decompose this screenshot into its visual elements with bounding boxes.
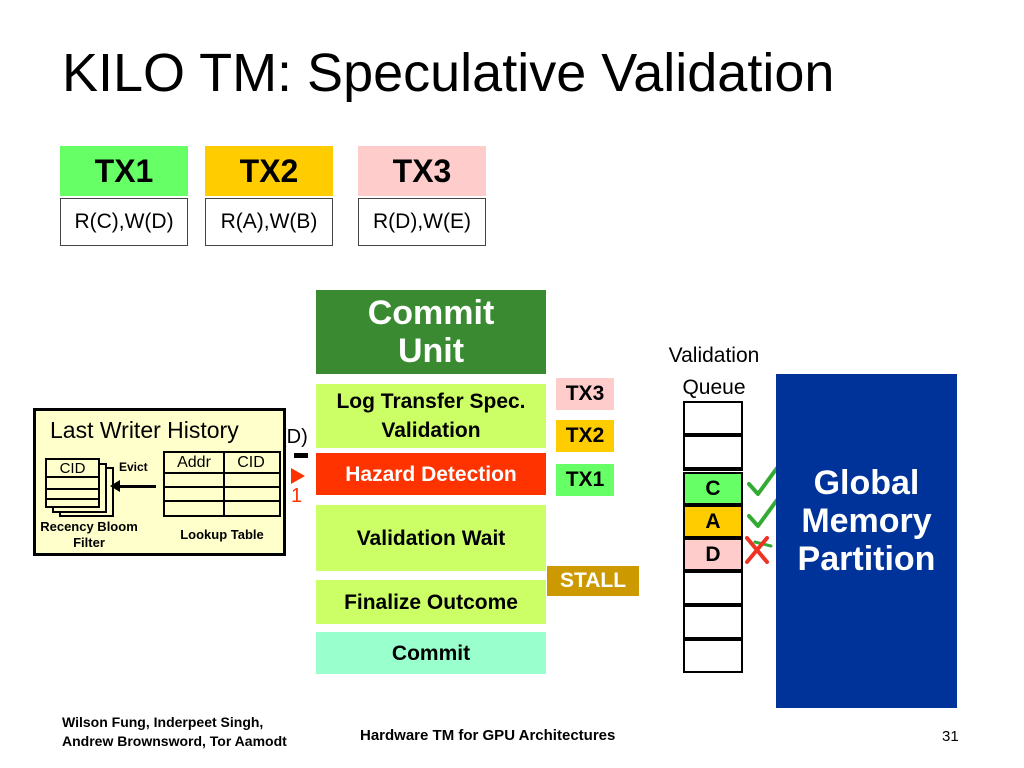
footer-authors: Wilson Fung, Inderpeet Singh, Andrew Bro…	[62, 714, 287, 749]
stage-commit: Commit	[316, 632, 546, 674]
overlap-digit: 1	[291, 485, 303, 507]
slide-title: KILO TM: Speculative Validation	[62, 43, 835, 103]
cross-icon	[745, 536, 769, 564]
tx3-header: TX3	[358, 146, 486, 196]
lookup-table: Addr CID	[163, 451, 281, 517]
queue-slot-empty	[683, 435, 743, 469]
validation-result-marks	[745, 466, 779, 564]
footer-title: Hardware TM for GPU Architectures	[360, 727, 616, 744]
queue-slot-empty	[683, 639, 743, 673]
stall-badge: STALL	[547, 566, 639, 596]
lookup-addr-header: Addr	[177, 454, 211, 471]
lookup-row-line	[165, 500, 279, 502]
queue-separator	[683, 469, 743, 471]
tx1-header: TX1	[60, 146, 188, 196]
stage-log-transfer: Log Transfer Spec. Validation	[316, 384, 546, 448]
stage-tx1-label: TX1	[556, 464, 614, 496]
queue-entry-a: A	[683, 505, 743, 538]
bloom-table-front: CID	[45, 458, 100, 508]
validation-queue-label: Validation Queue	[668, 344, 760, 399]
lwh-title: Last Writer History	[50, 417, 239, 443]
queue-slot-empty	[683, 605, 743, 639]
lookup-cid-header: CID	[237, 454, 265, 471]
stage-tx3-label: TX3	[556, 378, 614, 410]
queue-slot-empty	[683, 401, 743, 435]
check-icon	[747, 466, 779, 496]
lookup-col-line	[223, 453, 225, 515]
queue-entry-d: D	[683, 538, 743, 571]
evict-label: Evict	[119, 460, 148, 474]
connector-bar	[294, 453, 308, 458]
evict-arrow-shaft	[118, 485, 156, 488]
bloom-row-line	[47, 488, 98, 490]
tx2-ops: R(A),W(B)	[205, 198, 333, 246]
overlap-address-text: (D)	[280, 426, 308, 448]
commit-unit-header: Commit Unit	[316, 290, 546, 374]
lookup-table-label: Lookup Table	[180, 527, 264, 542]
red-arrow-icon	[291, 468, 305, 484]
bloom-filter-label: Recency Bloom Filter	[40, 519, 138, 550]
stage-finalize-outcome: Finalize Outcome	[316, 580, 546, 624]
tx1-ops: R(C),W(D)	[60, 198, 188, 246]
page-number: 31	[942, 728, 959, 745]
evict-arrow-icon	[110, 480, 120, 492]
last-writer-history: Last Writer History CID Evict Addr CID R…	[33, 408, 286, 556]
queue-entry-c: C	[683, 472, 743, 505]
lookup-row-line	[165, 486, 279, 488]
lookup-row-line	[165, 472, 279, 474]
bloom-cid-header: CID	[47, 460, 98, 478]
stage-validation-wait: Validation Wait	[316, 505, 546, 571]
stage-hazard-detection: Hazard Detection	[316, 453, 546, 495]
queue-slot-empty	[683, 571, 743, 605]
check-icon	[747, 498, 779, 528]
stage-tx2-label: TX2	[556, 420, 614, 452]
bloom-row-line	[47, 498, 98, 500]
tx2-header: TX2	[205, 146, 333, 196]
global-memory-partition: Global Memory Partition	[776, 374, 957, 708]
tx3-ops: R(D),W(E)	[358, 198, 486, 246]
